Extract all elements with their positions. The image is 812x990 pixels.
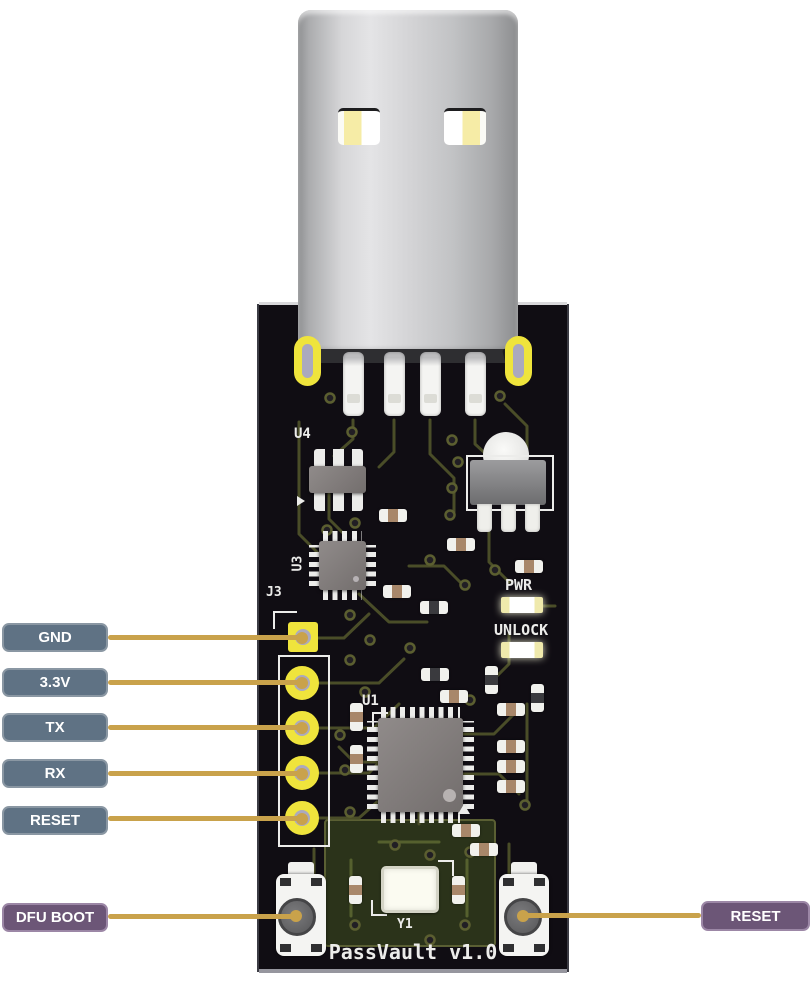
u1-pin1-dot	[443, 789, 456, 802]
j3-header-outline	[278, 655, 330, 847]
leader-dot	[296, 768, 308, 780]
pwr-label: PWR	[505, 576, 533, 594]
leader-tx	[108, 725, 302, 730]
usb-plug-shell	[298, 10, 518, 352]
resistor	[497, 780, 525, 793]
u1-pins-right	[462, 721, 474, 809]
u1-designator: U1	[362, 693, 379, 709]
usb-pin	[343, 352, 364, 416]
u4-designator: U4	[294, 426, 311, 442]
usb-plug-window	[338, 108, 380, 145]
u3-pins-top	[323, 531, 362, 542]
pcb-bottom-edge	[259, 969, 567, 973]
leader-dot	[290, 910, 302, 922]
usb-plug-window	[444, 108, 486, 145]
j3-bracket	[273, 611, 275, 629]
u3-pins-right	[365, 545, 376, 586]
resistor	[452, 824, 480, 837]
callout-reset-button: RESET	[701, 901, 810, 931]
regulator-leg	[477, 504, 492, 532]
u4-chip	[309, 466, 366, 493]
y1-silkscreen-corner	[371, 900, 387, 916]
crystal-y1	[381, 866, 439, 913]
resistor	[440, 690, 468, 703]
resistor	[349, 876, 362, 904]
u3-pin1-dot	[353, 576, 359, 582]
u4-pins-top	[314, 449, 363, 468]
u1-pins-top	[381, 707, 460, 719]
leader-3v3	[108, 680, 302, 685]
capacitor	[531, 684, 544, 712]
regulator-leg	[501, 504, 516, 532]
board-title: PassVault v1.0	[328, 940, 498, 964]
regulator-leg	[525, 504, 540, 532]
usb-pin	[465, 352, 486, 416]
usb-mount-slot	[294, 336, 321, 386]
leader-dot	[296, 632, 308, 644]
u1-silkscreen-corner	[372, 712, 388, 728]
leader-dot	[517, 910, 529, 922]
usb-pin	[384, 352, 405, 416]
callout-gnd: GND	[2, 623, 108, 652]
reset-switch-tab	[511, 862, 537, 875]
j3-bracket	[273, 611, 297, 613]
leader-dot	[296, 677, 308, 689]
usb-mount-slot	[505, 336, 532, 386]
resistor	[452, 876, 465, 904]
u3-chip	[319, 541, 366, 590]
capacitor	[421, 668, 449, 681]
resistor	[379, 509, 407, 522]
y1-silkscreen-corner	[438, 860, 454, 876]
resistor	[497, 740, 525, 753]
unlock-led	[501, 642, 543, 658]
u3-designator: U3	[290, 555, 306, 572]
capacitor	[420, 601, 448, 614]
leader-dfu-boot	[108, 914, 296, 919]
resistor	[470, 843, 498, 856]
resistor	[350, 703, 363, 731]
resistor	[350, 745, 363, 773]
resistor	[383, 585, 411, 598]
u1-pins-left	[367, 721, 379, 809]
j3-designator: J3	[266, 585, 282, 600]
usb-pin	[420, 352, 441, 416]
u1-pins-bottom	[381, 811, 460, 823]
u3-pins-bottom	[323, 589, 362, 600]
pwr-led	[501, 597, 543, 613]
leader-reset-pin	[108, 816, 302, 821]
resistor	[497, 760, 525, 773]
unlock-label: UNLOCK	[494, 621, 549, 639]
resistor	[497, 703, 525, 716]
leader-gnd	[108, 635, 302, 640]
regulator-body	[470, 460, 546, 505]
callout-reset-pin: RESET	[2, 806, 108, 835]
leader-dot	[296, 813, 308, 825]
leader-dot	[296, 722, 308, 734]
resistor	[515, 560, 543, 573]
callout-dfu-boot: DFU BOOT	[2, 903, 108, 932]
u4-pins-bottom	[314, 491, 363, 511]
y1-designator: Y1	[397, 917, 413, 932]
leader-reset-button	[520, 913, 701, 918]
dfu-boot-switch-tab	[288, 862, 314, 875]
u4-pin1-arrow-icon	[297, 496, 305, 506]
u1-marker-triangle-icon	[458, 804, 470, 814]
callout-rx: RX	[2, 759, 108, 788]
pcb-right-edge	[567, 304, 569, 972]
leader-rx	[108, 771, 302, 776]
capacitor	[485, 666, 498, 694]
callout-3v3: 3.3V	[2, 668, 108, 697]
u3-pins-left	[309, 545, 320, 586]
callout-tx: TX	[2, 713, 108, 742]
resistor	[447, 538, 475, 551]
